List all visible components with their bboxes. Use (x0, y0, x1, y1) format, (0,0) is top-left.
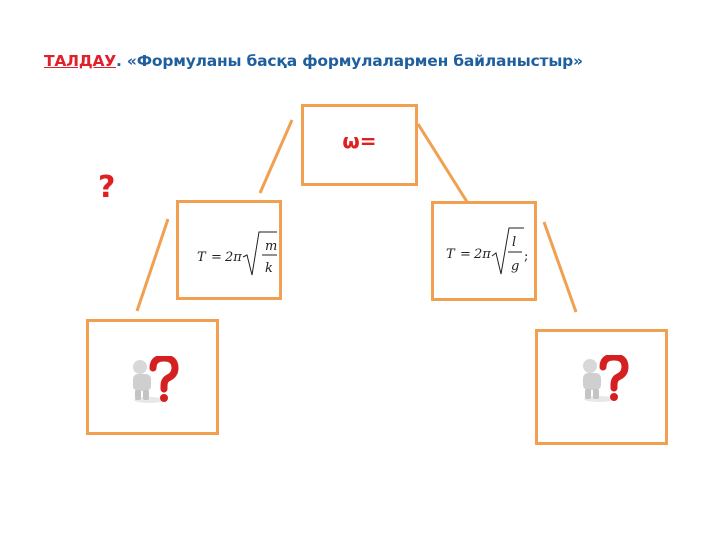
sqrt-sign (242, 231, 277, 276)
formula-eq: = (460, 247, 471, 262)
formula-denominator: k (265, 261, 273, 276)
formula-eq: = (211, 250, 222, 265)
question-mark: ? (98, 170, 116, 205)
title-text: «Формуланы басқа формулалармен байланыст… (126, 52, 583, 70)
formula-trail: ; (524, 249, 528, 264)
unknown-box-left (86, 319, 219, 435)
title-lead: ТАЛДАУ (44, 52, 116, 70)
thinking-figure-question-icon (583, 355, 629, 402)
formula-coef: 2π (473, 247, 491, 262)
spring-period-formula-box: T = 2π m k (176, 200, 282, 300)
omega-box: ω= (301, 104, 418, 186)
formula-numerator: m (265, 239, 277, 254)
pendulum-period-formula: T = 2π l g ; (446, 227, 528, 275)
formula-lhs: T (446, 247, 456, 262)
unknown-box-right (535, 329, 668, 445)
formula-coef: 2π (224, 250, 242, 265)
connector-left (135, 218, 170, 312)
formula-denominator: g (511, 259, 519, 274)
formula-numerator: l (512, 235, 516, 250)
slide-title: ТАЛДАУ. «Формуланы басқа формулалармен б… (44, 52, 583, 70)
thinking-figure-question-icon (133, 356, 179, 403)
pendulum-period-formula-box: T = 2π l g ; (431, 201, 537, 301)
connector-right (542, 221, 578, 313)
sqrt-sign (491, 227, 524, 275)
omega-label: ω= (342, 129, 377, 153)
title-dot: . (116, 52, 122, 70)
spring-period-formula: T = 2π m k (197, 231, 277, 276)
connector-top-left (258, 119, 294, 194)
connector-top-right (416, 123, 471, 206)
formula-lhs: T (197, 250, 207, 265)
